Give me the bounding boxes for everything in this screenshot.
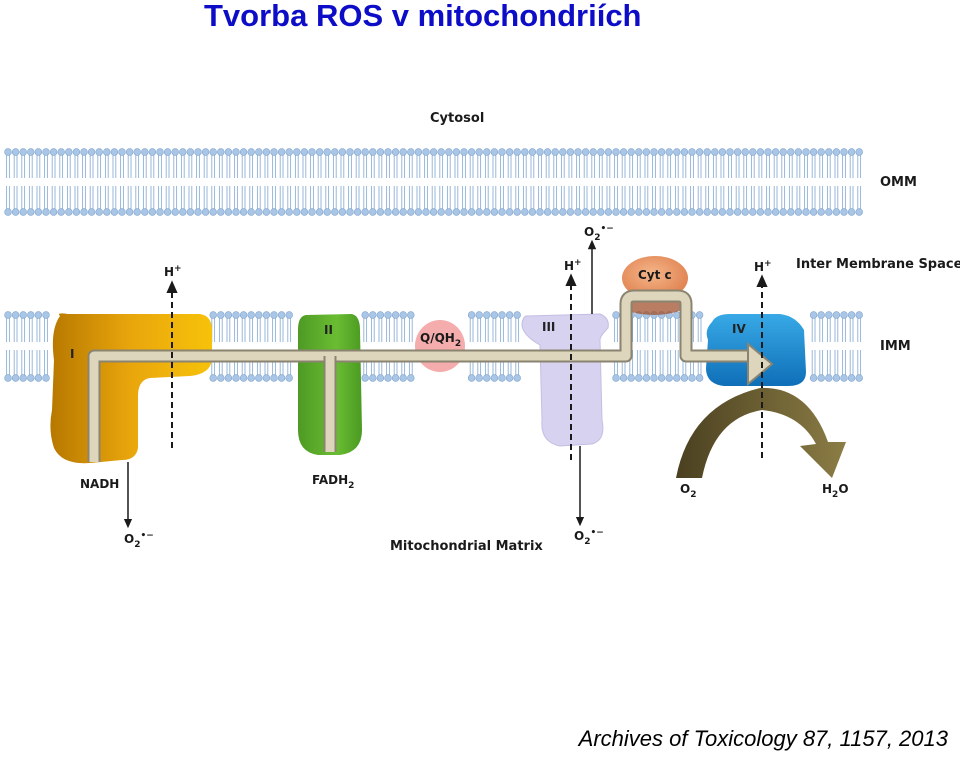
complex-I: [50, 313, 213, 464]
proton-label-IV: H+: [754, 259, 772, 274]
electron-path-arrowhead: [747, 341, 774, 387]
complex-I-label: I: [70, 347, 74, 361]
cytosol-label: Cytosol: [430, 111, 484, 126]
nadh-label: NADH: [80, 477, 119, 491]
superoxide-label-III-ims: O2•−: [584, 224, 614, 243]
superoxide-label-I: O2•−: [124, 531, 154, 550]
proton-label-I: H+: [164, 264, 182, 279]
fadh2-label: FADH2: [312, 473, 354, 491]
complex-III-label: III: [542, 320, 555, 334]
cyt-c: [622, 256, 688, 300]
complex-III: [521, 313, 609, 447]
citation: Archives of Toxicology 87, 1157, 2013: [578, 726, 948, 751]
complex-IV-label: IV: [732, 322, 746, 336]
superoxide-label-III-matrix: O2•−: [574, 528, 604, 547]
proton-label-III: H+: [564, 258, 582, 273]
cyt-c-label: Cyt c: [638, 268, 672, 282]
slide-title: Tvorba ROS v mitochondriích: [204, 0, 642, 33]
h2o-label: H2O: [822, 482, 849, 500]
matrix-label: Mitochondrial Matrix: [390, 539, 543, 554]
outer-membrane: [4, 148, 863, 216]
omm-label: OMM: [880, 175, 917, 190]
o2-to-h2o-arc: [676, 387, 846, 478]
imm-label: IMM: [880, 339, 911, 354]
q-label: Q/QH2: [420, 331, 461, 349]
o2-label: O2: [680, 482, 696, 500]
complex-II-label: II: [324, 323, 333, 337]
ims-label: Inter Membrane Space: [796, 257, 960, 272]
